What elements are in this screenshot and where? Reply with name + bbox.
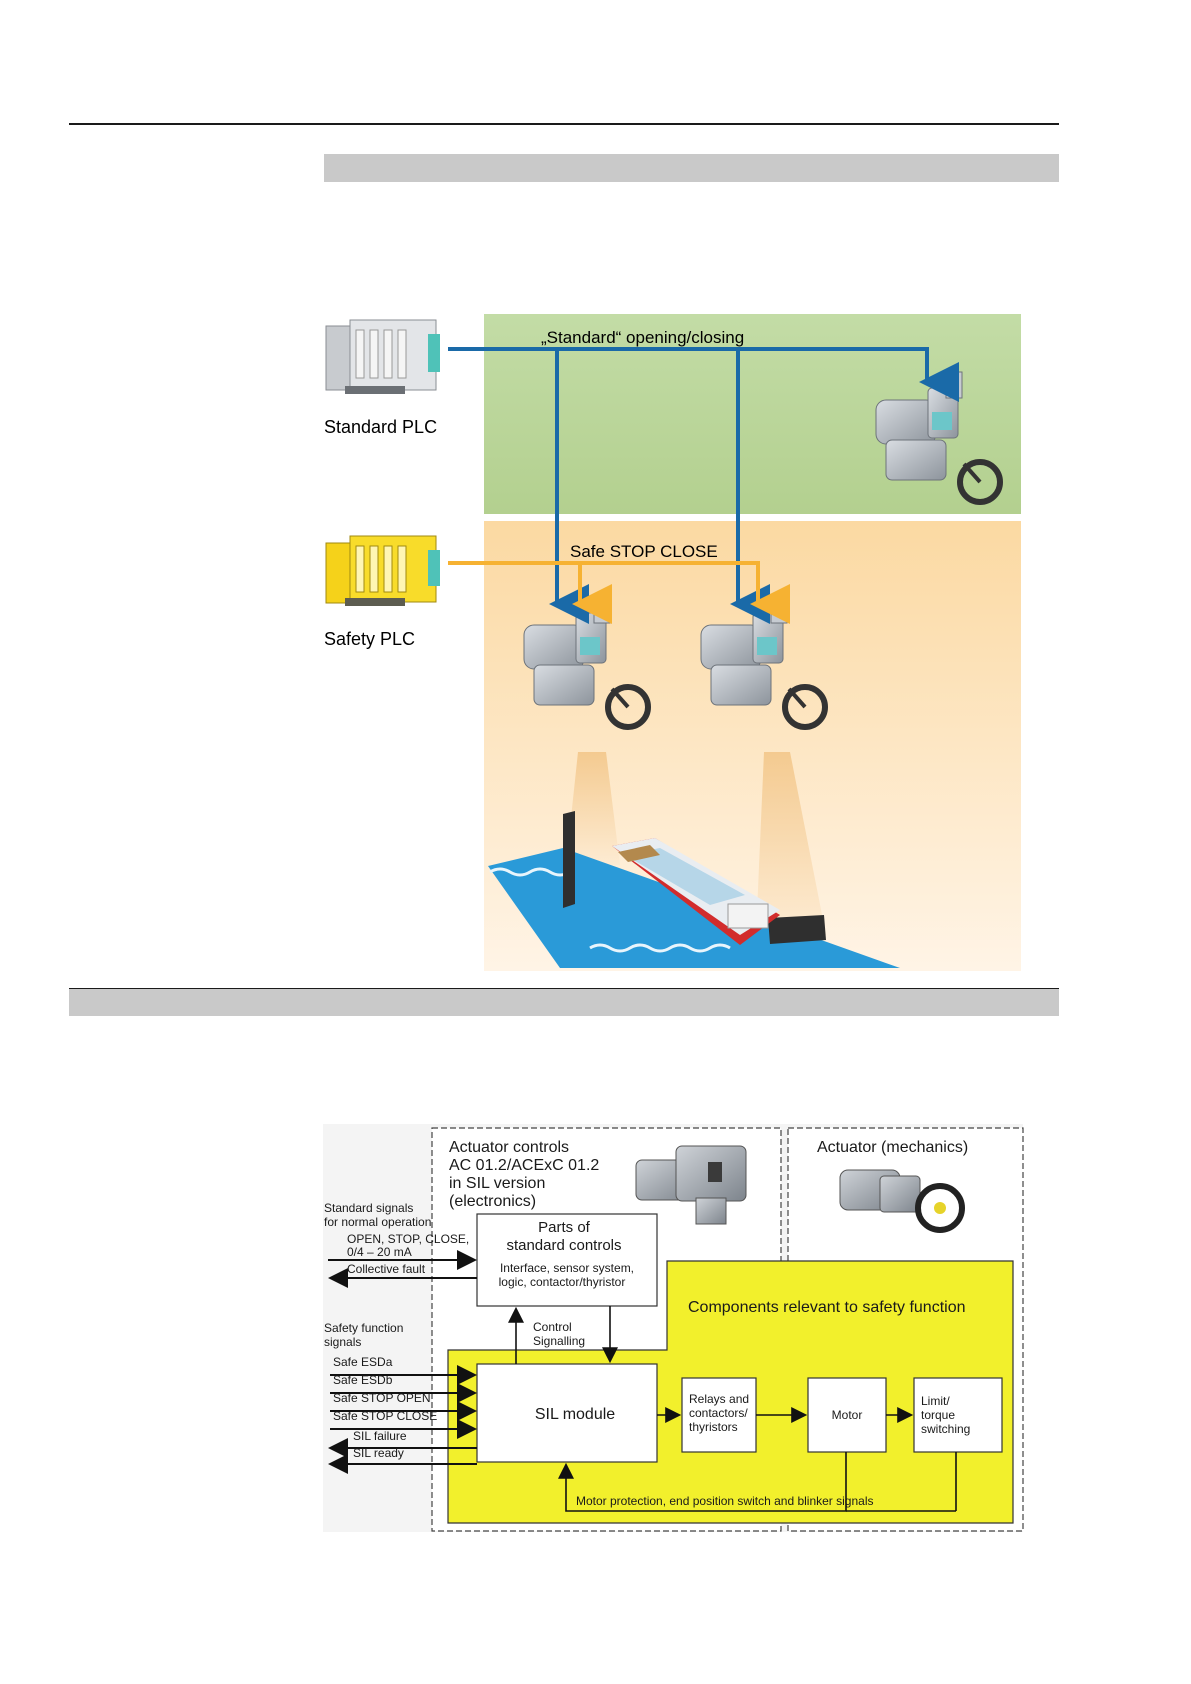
parts-of-2: standard controls — [506, 1237, 621, 1254]
input-esdb: Safe ESDb — [333, 1373, 393, 1387]
safety-zone-title: Components relevant to safety function — [688, 1299, 966, 1316]
open-stop-close-2: 0/4 – 20 mA — [347, 1245, 412, 1259]
standard-controls-box — [476, 1213, 658, 1307]
controls-title-1: Actuator controls — [449, 1139, 569, 1156]
motor-box — [807, 1377, 887, 1453]
control-label: Control — [533, 1320, 572, 1334]
controls-title-4: (electronics) — [449, 1193, 536, 1210]
standard-plc-label: Standard PLC — [324, 417, 437, 437]
parts-of-1: Parts of — [538, 1219, 591, 1236]
standard-signals-1: Standard signals — [324, 1201, 413, 1215]
motor-label: Motor — [832, 1408, 863, 1422]
top-rule — [69, 123, 1059, 125]
interface-1: Interface, sensor system, — [500, 1261, 634, 1275]
input-esda: Safe ESDa — [333, 1355, 393, 1369]
sil-module-box — [476, 1363, 658, 1463]
diagram-arrows — [508, 1306, 957, 1512]
open-stop-close-1: OPEN, STOP, CLOSE, — [347, 1232, 469, 1246]
mechanics-image — [839, 1169, 965, 1233]
controls-title-3: in SIL version — [449, 1175, 545, 1192]
signalling-label: Signalling — [533, 1334, 585, 1348]
limit-2: torque — [921, 1408, 955, 1422]
beam-right — [756, 752, 826, 935]
output-sil-ready: SIL ready — [353, 1446, 404, 1460]
section-rule-2 — [69, 988, 1059, 989]
safety-signals-1: Safety function — [324, 1321, 403, 1335]
limit-1: Limit/ — [921, 1394, 950, 1408]
controls-title-2: AC 01.2/ACExC 01.2 — [449, 1157, 599, 1174]
interface-2: logic, contactor/thyristor — [499, 1275, 626, 1289]
safe-stop-close-label: Safe STOP CLOSE — [570, 542, 718, 561]
collective-fault: Collective fault — [347, 1262, 426, 1276]
sil-module-label: SIL module — [535, 1406, 615, 1423]
signal-arrows — [328, 1250, 477, 1474]
relays-2: contactors/ — [689, 1406, 748, 1420]
relays-1: Relays and — [689, 1392, 749, 1406]
controls-image — [635, 1145, 747, 1225]
limit-box — [913, 1377, 1003, 1453]
section-band-1 — [324, 154, 1059, 182]
safety-signals-2: signals — [324, 1335, 361, 1349]
input-stop-close: Safe STOP CLOSE — [333, 1409, 437, 1423]
section-band-2 — [69, 989, 1059, 1016]
standard-opening-label: „Standard“ opening/closing — [541, 328, 744, 347]
figure-sil-block-diagram: Actuator controls AC 01.2/ACExC 01.2 in … — [323, 1124, 1024, 1532]
safety-signal-lines — [448, 561, 790, 624]
input-stop-open: Safe STOP OPEN — [333, 1391, 431, 1405]
safety-plc-device — [325, 535, 440, 606]
standard-plc-device — [325, 319, 440, 394]
mechanics-title: Actuator (mechanics) — [817, 1139, 968, 1156]
canal-lock — [488, 811, 900, 968]
safety-plc-label: Safety PLC — [324, 629, 415, 649]
feedback-label: Motor protection, end position switch an… — [576, 1494, 874, 1508]
limit-3: switching — [921, 1422, 970, 1436]
beam-left — [566, 752, 620, 865]
actuator-top — [875, 371, 1003, 505]
standard-signals-2: for normal operation — [324, 1215, 431, 1229]
figure-plc-actuators: „Standard“ opening/closing Safe STOP CLO… — [324, 314, 1021, 971]
relays-3: thyristors — [689, 1420, 738, 1434]
output-sil-failure: SIL failure — [353, 1429, 407, 1443]
